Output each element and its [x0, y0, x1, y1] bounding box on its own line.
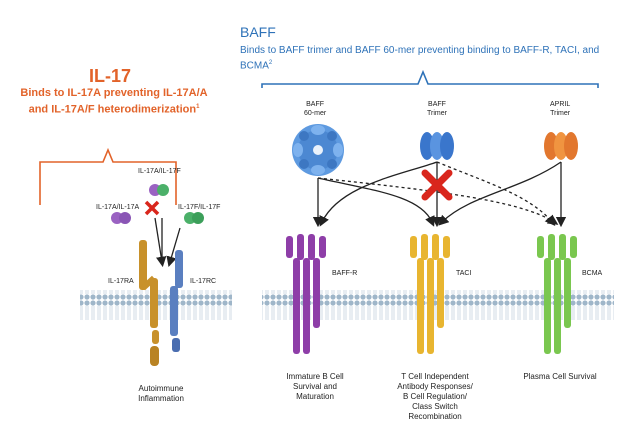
bcma-label: BCMA	[582, 270, 603, 277]
baff-description: Binds to BAFF trimer and BAFF 60-mer pre…	[240, 45, 600, 72]
bcma-receptor-icon	[537, 234, 577, 354]
il17-aa-dimer-icon	[111, 212, 131, 224]
bcma-outcome: Plasma Cell Survival	[523, 372, 597, 381]
il17-description: Binds to IL-17A preventing IL-17A/A and …	[20, 87, 208, 116]
baff-inhibit-icon	[421, 169, 453, 201]
il17-ff-label: IL-17F/IL-17F	[178, 204, 221, 211]
baff-title: BAFF	[240, 24, 276, 40]
baff-trimer-icon	[420, 132, 454, 160]
il17ra-receptor-icon	[139, 240, 159, 366]
il17-inhibit-icon	[144, 200, 160, 216]
april-trimer-icon	[544, 132, 578, 160]
il17ra-label: IL-17RA	[108, 278, 134, 285]
il17-aa-label: IL-17A/IL-17A	[96, 204, 140, 211]
il17rc-receptor-icon	[170, 250, 183, 352]
il17rc-label: IL-17RC	[190, 278, 217, 285]
il17-af-dimer-icon	[149, 184, 169, 196]
il17-ff-dimer-icon	[184, 212, 204, 224]
baff-60mer-icon	[292, 124, 344, 176]
il17-bracket	[39, 147, 177, 205]
baff-arrows	[312, 161, 567, 228]
taci-label: TACI	[456, 270, 472, 277]
baff-bracket	[261, 69, 599, 88]
il17-title: IL-17	[88, 66, 131, 86]
baffr-receptor-icon	[286, 234, 326, 354]
baffr-label: BAFF-R	[332, 270, 358, 277]
il17-af-label: IL-17A/IL-17F	[138, 168, 181, 175]
taci-receptor-icon	[410, 234, 450, 354]
